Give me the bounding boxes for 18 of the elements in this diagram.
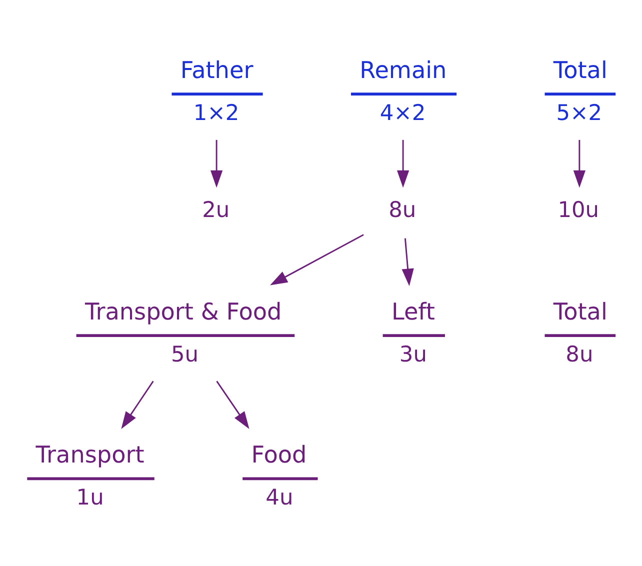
node-text: Transport 1u [36,442,144,510]
arrow [270,234,364,285]
node-text: Food 4u [251,442,307,510]
node-text: Left 3u [391,298,435,368]
arrow [396,139,410,188]
node-text: 8u [388,197,416,222]
arrow [210,139,223,188]
arrow [121,380,154,428]
node-text: Remain 4×2 [360,57,447,126]
arrow [216,380,250,428]
node-text: Total 5×2 [553,57,608,126]
node-text: Father 1×2 [180,57,254,126]
arrow [402,238,414,286]
node-text: Total 8u [553,298,608,368]
arrow [573,139,586,188]
node-text: 10u [558,197,600,222]
node-text: Transport & Food 5u [84,298,282,368]
node-text: 2u [202,197,230,222]
